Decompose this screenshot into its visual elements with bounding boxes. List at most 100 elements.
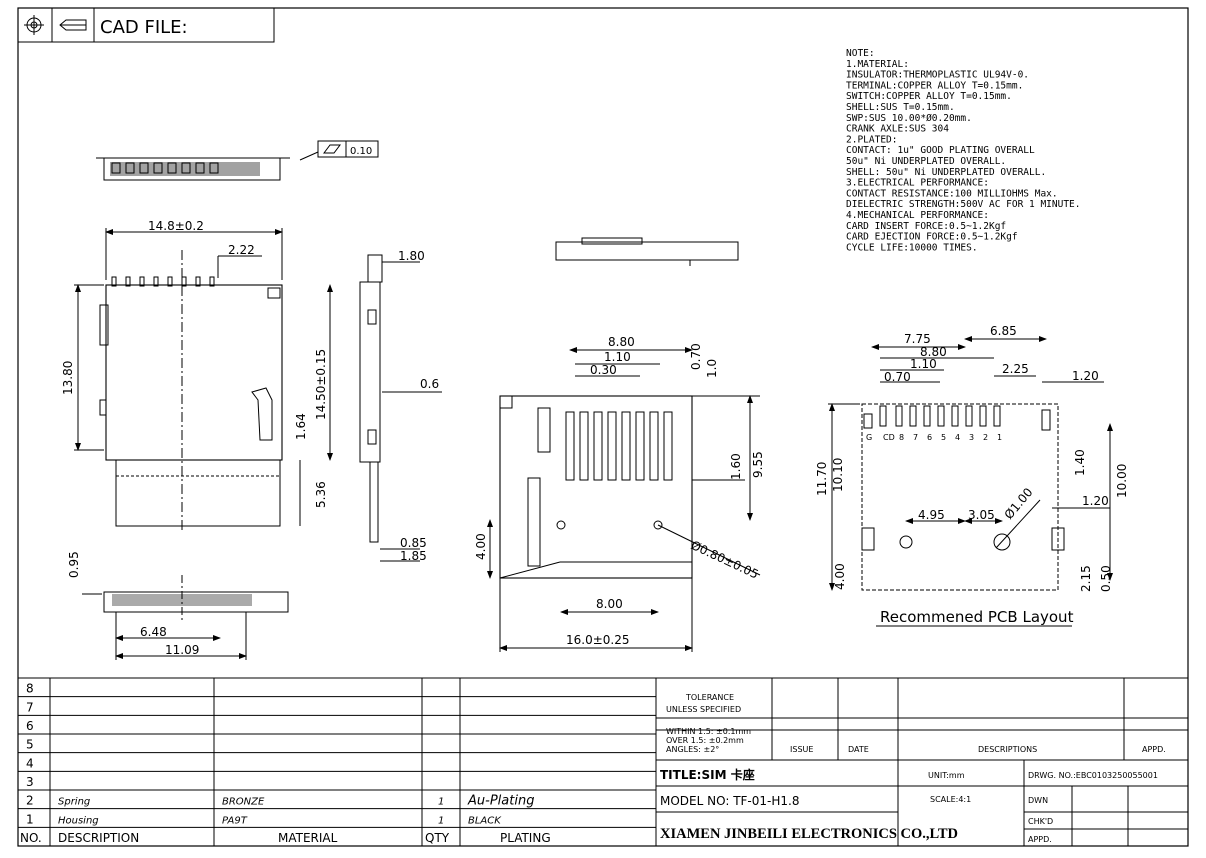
mid-top-view <box>555 237 739 266</box>
bom-desc: Housing <box>58 815 99 826</box>
pcb-pin-label: 4 <box>955 433 960 442</box>
dim-mid-955: 9.55 <box>751 451 765 478</box>
bom-head-plating: PLATING <box>500 831 551 845</box>
bom-material: PA9T <box>222 815 248 826</box>
dim-mid-400: 4.00 <box>474 533 488 560</box>
dim-pcb-495: 4.95 <box>918 508 945 522</box>
dim-1109: 11.09 <box>165 643 199 657</box>
top-view: 0.10 <box>96 140 379 181</box>
note-line: SWP:SUS 10.00*Ø0.20mm. <box>846 113 972 124</box>
tolerance-line-2: UNLESS SPECIFIED <box>666 705 741 714</box>
descriptions-label: DESCRIPTIONS <box>978 745 1037 754</box>
bom-head-no: NO. <box>20 831 42 845</box>
dim-height-right: 14.50±0.15 <box>314 349 328 420</box>
dim-pcb-225: 2.25 <box>1002 362 1029 376</box>
drawing-frame <box>17 7 1189 847</box>
bom-row-number: 7 <box>26 700 34 714</box>
note-line: INSULATOR:THERMOPLASTIC UL94V-0. <box>846 70 1029 81</box>
dim-mid-1600: 16.0±0.25 <box>566 633 630 647</box>
appd-label: APPD. <box>1028 835 1052 844</box>
dim-mid-800: 8.00 <box>596 597 623 611</box>
bom-plating: Au-Plating <box>467 794 534 809</box>
bom-plating: BLACK <box>468 815 502 826</box>
note-line: 1.MATERIAL: <box>846 59 909 70</box>
bom-row-number: 4 <box>26 756 34 770</box>
dim-648: 6.48 <box>140 625 167 639</box>
dim-side-185: 1.85 <box>400 549 427 563</box>
bom-row-number: 3 <box>26 775 34 789</box>
dim-pcb-1170: 11.70 <box>815 462 829 496</box>
dim-top-width: 14.8±0.2 <box>148 219 204 233</box>
note-line: 50u" Ni UNDERPLATED OVERALL. <box>846 156 1006 167</box>
issue-label: ISSUE <box>790 745 813 754</box>
dim-mid-070: 0.70 <box>689 343 703 370</box>
dim-pcb-215: 2.15 <box>1079 565 1093 592</box>
dim-mid-hole: Ø0.80±0.05 <box>689 538 761 582</box>
note-line: 4.MECHANICAL PERFORMANCE: <box>846 210 989 221</box>
front-view: 14.8±0.2 2.22 13.80 14.50±0.15 1.64 5.36 <box>61 219 333 530</box>
cad-file-label: CAD FILE: <box>100 17 188 38</box>
bom-desc: Spring <box>58 797 90 808</box>
note-line: CARD EJECTION FORCE:0.5~1.2Kgf <box>846 232 1018 243</box>
within-line-2: OVER 1.5: ±0.2mm <box>666 736 744 745</box>
dim-pitch: 2.22 <box>228 243 255 257</box>
dim-mid-10: 1.0 <box>705 359 719 378</box>
bom-head-material: MATERIAL <box>278 831 338 845</box>
dim-pcb-880: 8.80 <box>920 345 947 359</box>
note-line: SWITCH:COPPER ALLOY T=0.15mm. <box>846 91 1012 102</box>
dim-164: 1.64 <box>294 413 308 440</box>
bom-qty: 1 <box>438 815 444 826</box>
dim-pcb-140: 1.40 <box>1073 449 1087 476</box>
note-line: TERMINAL:COPPER ALLOY T=0.15mm. <box>846 80 1023 91</box>
dim-pcb-120b: 1.20 <box>1082 494 1109 508</box>
dim-mid-160: 1.60 <box>729 453 743 480</box>
title-block: TOLERANCE UNLESS SPECIFIED WITHIN 1.5: ±… <box>656 678 1188 846</box>
dim-pcb-1000: 10.00 <box>1115 464 1129 498</box>
pcb-pin-label: 3 <box>969 433 974 442</box>
bom-material: BRONZE <box>222 797 265 808</box>
dim-pcb-775: 7.75 <box>904 332 931 346</box>
bom-row-number: 5 <box>26 738 34 752</box>
bom-head-qty: QTY <box>425 831 450 845</box>
pcb-pin-label: G <box>866 433 872 442</box>
dim-pcb-1010: 10.10 <box>831 458 845 492</box>
dim-536: 5.36 <box>314 481 328 508</box>
dim-pcb-070: 0.70 <box>884 370 911 384</box>
dim-side-180: 1.80 <box>398 249 425 263</box>
within-line-3: ANGLES: ±2° <box>666 745 719 754</box>
note-line: 2.PLATED: <box>846 134 897 145</box>
dim-pcb-110: 1.10 <box>910 357 937 371</box>
dim-pcb-100: Ø1.00 <box>1002 485 1036 522</box>
pcb-pin-label: 5 <box>941 433 946 442</box>
note-line: SHELL:SUS T=0.15mm. <box>846 102 955 113</box>
dim-height-left: 13.80 <box>61 361 75 395</box>
pcb-pin-label: 8 <box>899 433 904 442</box>
note-line: CONTACT: 1u" GOOD PLATING OVERALL <box>846 145 1035 156</box>
bottom-view: 0.95 6.48 11.09 <box>67 551 289 660</box>
within-line-1: WITHIN 1.5: ±0.1mm <box>666 727 751 736</box>
dim-mid-030: 0.30 <box>590 363 617 377</box>
note-line: NOTE: <box>846 48 875 59</box>
bom-row-number: 6 <box>26 719 34 733</box>
projection-symbol-icon <box>24 15 87 35</box>
company-name: XIAMEN JINBEILI ELECTRONICS CO.,LTD <box>660 826 958 842</box>
side-view: 1.80 0.6 0.85 1.85 <box>359 249 442 563</box>
flatness-icon <box>323 144 341 154</box>
bom-row-number: 1 <box>26 812 34 826</box>
scale-label: SCALE:4:1 <box>930 795 971 804</box>
middle-view: 8.80 1.10 0.30 0.70 1.0 1.60 9.55 4.00 8… <box>474 335 765 652</box>
note-line: CARD INSERT FORCE:0.5~1.2Kgf <box>846 221 1006 232</box>
dim-mid-110: 1.10 <box>604 350 631 364</box>
bom-qty: 1 <box>438 797 444 808</box>
date-label: DATE <box>848 745 869 754</box>
notes-block: NOTE:1.MATERIAL: INSULATOR:THERMOPLASTIC… <box>846 48 1081 253</box>
dim-pcb-685: 6.85 <box>990 324 1017 338</box>
dim-pcb-400: 4.00 <box>833 563 847 590</box>
pcb-pin-label: 1 <box>997 433 1002 442</box>
note-line: CONTACT RESISTANCE:100 MILLIOHMS Max. <box>846 188 1058 199</box>
projection-header: CAD FILE: <box>17 7 275 43</box>
note-line: CRANK AXLE:SUS 304 <box>846 124 949 135</box>
